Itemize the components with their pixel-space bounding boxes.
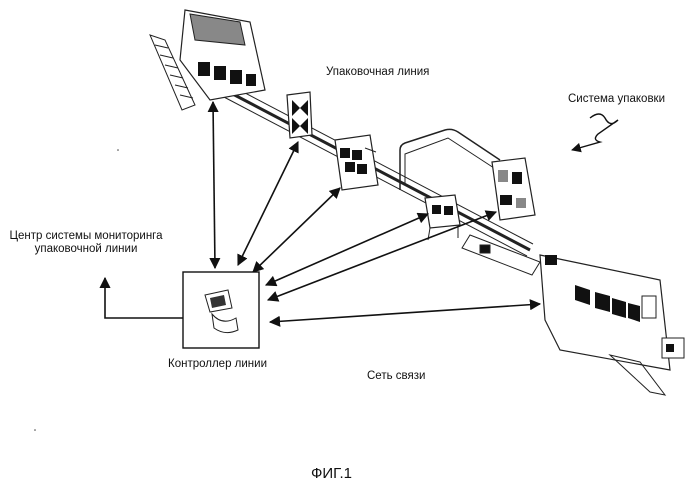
- line-controller: [183, 272, 259, 348]
- link-machine-6: [270, 304, 540, 322]
- packaging-system-label: Система упаковки: [568, 93, 665, 106]
- comm-network-label: Сеть связи: [367, 370, 425, 383]
- packaging-line-label: Упаковочная линия: [326, 66, 429, 79]
- link-machine-4: [266, 214, 428, 285]
- system-pointer: [572, 114, 618, 150]
- line-controller-label: Контроллер линии: [168, 358, 267, 371]
- packaging-machine-3: [335, 135, 378, 190]
- figure-caption: ФИГ.1: [311, 465, 352, 482]
- link-machine-3: [253, 188, 340, 272]
- network-links: [105, 102, 540, 322]
- packaging-machine-1: [150, 10, 265, 110]
- conveyor-line: [222, 84, 533, 256]
- packaging-machine-6: [540, 255, 684, 395]
- link-machine-1: [213, 102, 215, 268]
- monitoring-center-label: Центр системы мониторинга упаковочной ли…: [6, 230, 166, 256]
- link-monitoring-center: [105, 278, 183, 318]
- packaging-machine-2: [287, 92, 312, 138]
- packaging-machine-5: [492, 158, 535, 220]
- link-machine-2: [238, 142, 298, 265]
